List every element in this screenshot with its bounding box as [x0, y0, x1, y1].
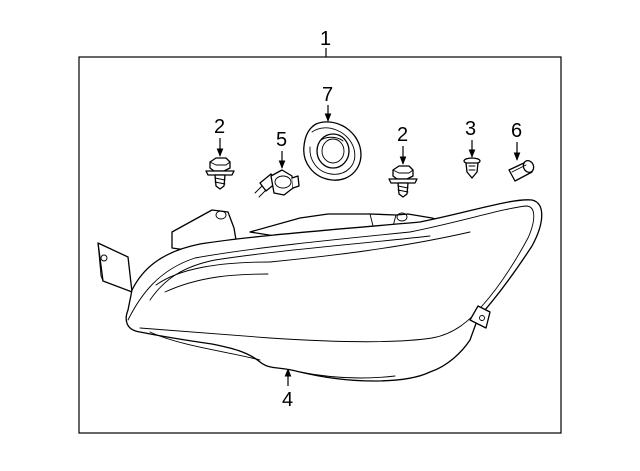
assembly-frame: [78, 56, 562, 434]
callout-5-label: 5: [276, 129, 287, 151]
wedge-bulb: [508, 160, 535, 182]
callout-4-label: 4: [282, 389, 293, 411]
push-clip: [463, 157, 481, 179]
flange-bolt-left: [205, 157, 235, 190]
flange-bolt-right: [388, 165, 418, 198]
callout-7-label: 7: [322, 84, 333, 106]
halogen-bulb: [254, 169, 300, 198]
callout-3-label: 3: [465, 118, 476, 140]
callout-2-label-left: 2: [214, 116, 225, 138]
callout-6-label: 6: [511, 120, 522, 142]
headlamp-assembly: [97, 199, 543, 382]
bulb-seal-cap: [303, 121, 362, 181]
callout-2-label-right: 2: [397, 124, 408, 146]
callout-1-label: 1: [320, 28, 331, 50]
